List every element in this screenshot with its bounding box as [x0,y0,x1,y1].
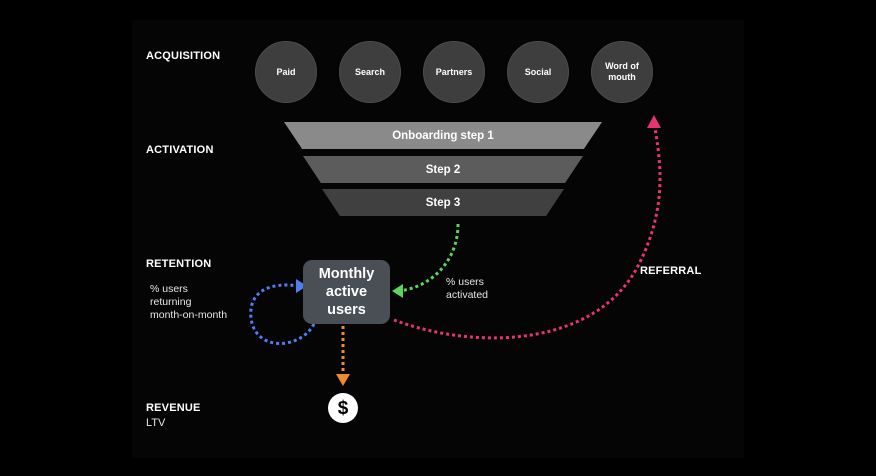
referral-label: REFERRAL [640,265,702,277]
channel-social: Social [507,41,569,103]
funnel-step-2: Step 2 [303,156,583,183]
referral-arrowhead [647,115,661,128]
revenue-arrowhead [336,374,350,386]
retention-arrow [249,283,316,345]
referral-arrow [393,127,662,340]
channel-paid: Paid [255,41,317,103]
revenue-sublabel: LTV [146,417,166,429]
dollar-icon: $ [328,393,358,423]
funnel-step-label: Step 2 [425,163,461,176]
retention-arrowhead [296,279,307,293]
funnel-step-label: Step 3 [425,196,461,209]
funnel-step-onboarding: Onboarding step 1 [284,122,602,149]
funnel-step-3: Step 3 [322,189,564,216]
channel-label: Social [524,66,552,77]
monthly-active-users-box: Monthly active users [303,260,390,324]
acquisition-label: ACQUISITION [146,50,221,62]
channel-label: Word of mouth [605,61,639,82]
activation-arrowhead [392,284,403,298]
retention-note: % users returning month-on-month [150,283,228,321]
channel-partners: Partners [423,41,485,103]
channel-label: Paid [276,66,296,77]
channel-label: Search [354,66,386,77]
monthly-active-users-label: Monthly active users [318,266,375,318]
channel-word-of-mouth: Word of mouth [591,41,653,103]
revenue-label: REVENUE [146,402,201,414]
activation-label: ACTIVATION [146,144,214,156]
activation-note: % users activated [446,276,489,301]
funnel-step-label: Onboarding step 1 [392,129,494,142]
dollar-glyph: $ [337,397,349,419]
channel-search: Search [339,41,401,103]
channel-label: Partners [435,66,473,77]
retention-label: RETENTION [146,258,212,270]
